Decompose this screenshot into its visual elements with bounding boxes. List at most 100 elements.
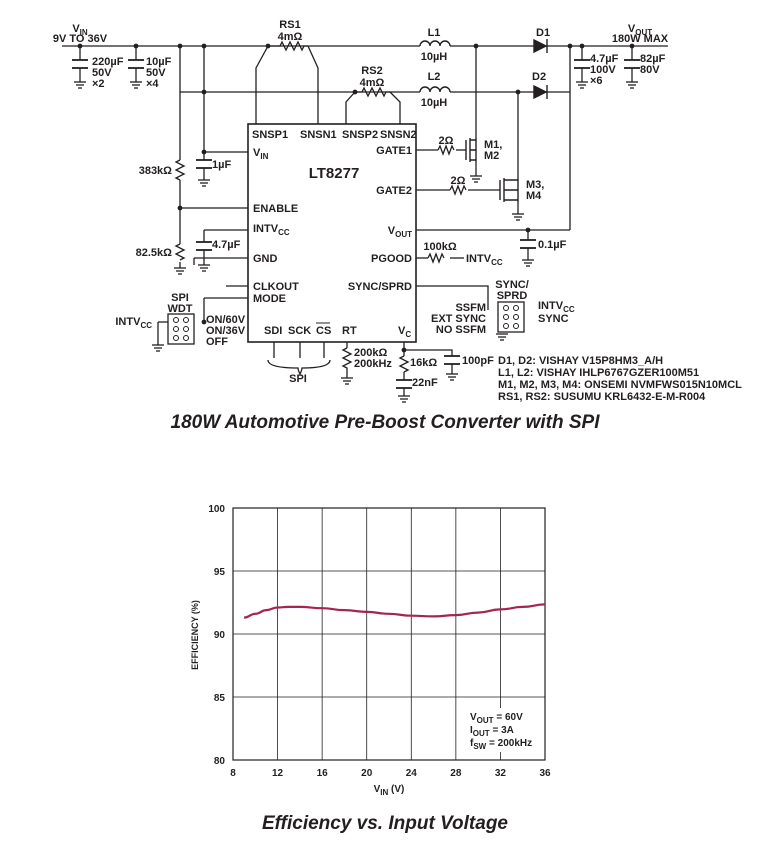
chart-grid xyxy=(232,507,546,761)
svg-text:10µH: 10µH xyxy=(421,97,448,109)
chart-series xyxy=(244,603,546,619)
svg-text:SNSP2: SNSP2 xyxy=(342,129,378,141)
chip-name: LT8277 xyxy=(309,165,360,182)
component-labels: 220µF 50V ×2 10µF 50V ×4 4.7µF 100V ×6 8… xyxy=(92,19,666,389)
svg-text:M1, M2, M3, M4: ONSEMI NVMFWS0: M1, M2, M3, M4: ONSEMI NVMFWS015N10MCL xyxy=(498,379,742,391)
ground-symbols xyxy=(74,81,638,403)
svg-text:D1: D1 xyxy=(536,27,550,39)
svg-text:50V: 50V xyxy=(146,67,166,79)
svg-text:SNSP1: SNSP1 xyxy=(252,129,288,141)
svg-text:MODE: MODE xyxy=(253,293,286,305)
svg-text:SCK: SCK xyxy=(288,325,311,337)
svg-text:220µF: 220µF xyxy=(92,56,124,68)
svg-text:D1, D2: VISHAY V15P8HM3_A/H: D1, D2: VISHAY V15P8HM3_A/H xyxy=(498,355,663,367)
resistors xyxy=(174,40,467,373)
efficiency-series-line xyxy=(244,603,546,619)
svg-text:SNSN1: SNSN1 xyxy=(300,129,337,141)
x-tick-label: 8 xyxy=(230,768,236,779)
svg-text:82.5kΩ: 82.5kΩ xyxy=(136,247,173,259)
capacitors xyxy=(72,59,640,389)
svg-text:M3,: M3, xyxy=(526,179,544,191)
schematic-diagram: VIN 9V TO 36V VOUT 180W MAX xyxy=(53,19,742,403)
chip-pins: SNSP1 SNSN1 SNSP2 SNSN2 VIN ENABLE INTVC… xyxy=(252,129,417,339)
svg-text:L1, L2: VISHAY IHLP6767GZER100: L1, L2: VISHAY IHLP6767GZER100M51 xyxy=(498,367,699,379)
x-tick-label: 16 xyxy=(317,768,329,779)
svg-text:2Ω: 2Ω xyxy=(451,175,466,187)
svg-text:SYNC: SYNC xyxy=(538,313,569,325)
svg-text:D2: D2 xyxy=(532,71,546,83)
junction-dots xyxy=(77,43,635,353)
svg-text:RS1: RS1 xyxy=(279,19,300,31)
spi-wdt-header: SPI WDT INTVCC ON/60V ON/36V OFF xyxy=(115,292,245,348)
svg-text:GND: GND xyxy=(253,253,278,265)
svg-text:100V: 100V xyxy=(590,64,616,76)
svg-text:100pF: 100pF xyxy=(462,355,494,367)
svg-text:GATE2: GATE2 xyxy=(376,185,412,197)
chart-annotation: VOUT = 60V IOUT = 3A fSW = 200kHz xyxy=(466,708,542,752)
svg-text:SNSN2: SNSN2 xyxy=(380,129,417,141)
sync-sprd-header: SYNC/ SPRD SSFM EXT SYNC NO SSFM INTVCC … xyxy=(431,279,575,336)
svg-text:PGOOD: PGOOD xyxy=(371,253,412,265)
svg-text:M2: M2 xyxy=(484,150,499,162)
svg-text:IOUT = 3A: IOUT = 3A xyxy=(470,725,514,738)
y-tick-label: 95 xyxy=(214,567,226,578)
svg-text:RS1, RS2: SUSUMU KRL6432-E-M-R: RS1, RS2: SUSUMU KRL6432-E-M-R004 xyxy=(498,391,706,403)
svg-text:0.1µF: 0.1µF xyxy=(538,239,567,251)
mosfets xyxy=(465,138,519,202)
svg-text:10µH: 10µH xyxy=(421,51,448,63)
svg-text:×2: ×2 xyxy=(92,78,105,90)
svg-text:CLKOUT: CLKOUT xyxy=(253,281,299,293)
y-tick-label: 90 xyxy=(214,630,226,641)
svg-text:NO SSFM: NO SSFM xyxy=(436,324,486,336)
y-tick-label: 80 xyxy=(214,756,226,767)
svg-text:ON/36V: ON/36V xyxy=(206,325,246,337)
x-tick-label: 36 xyxy=(539,768,551,779)
x-tick-label: 24 xyxy=(406,768,418,779)
inductors xyxy=(419,40,451,93)
svg-text:L2: L2 xyxy=(428,71,441,83)
svg-text:4mΩ: 4mΩ xyxy=(360,77,385,89)
svg-text:M4: M4 xyxy=(526,190,542,202)
svg-text:4.7µF: 4.7µF xyxy=(590,53,619,65)
svg-text:×6: ×6 xyxy=(590,75,603,87)
svg-text:4mΩ: 4mΩ xyxy=(278,31,303,43)
svg-text:200kΩ: 200kΩ xyxy=(354,347,387,359)
svg-text:SYNC/: SYNC/ xyxy=(495,279,529,291)
svg-text:GATE1: GATE1 xyxy=(376,145,412,157)
chart-caption: Efficiency vs. Input Voltage xyxy=(261,813,508,834)
vout-rating: 180W MAX xyxy=(612,33,669,45)
x-tick-label: 28 xyxy=(450,768,462,779)
svg-text:SPRD: SPRD xyxy=(497,290,528,302)
chart-x-axis-label: VIN (V) xyxy=(374,784,405,797)
vin-range: 9V TO 36V xyxy=(53,33,108,45)
svg-text:ENABLE: ENABLE xyxy=(253,203,298,215)
chart-y-axis-label: EFFICIENCY (%) xyxy=(190,600,200,670)
svg-text:EXT SYNC: EXT SYNC xyxy=(431,313,486,325)
svg-text:100kΩ: 100kΩ xyxy=(423,241,456,253)
x-tick-label: 32 xyxy=(495,768,507,779)
svg-text:M1,: M1, xyxy=(484,139,502,151)
x-tick-label: 12 xyxy=(272,768,284,779)
svg-text:200kHz: 200kHz xyxy=(354,358,392,370)
svg-text:RT: RT xyxy=(342,325,357,337)
x-tick-label: 20 xyxy=(361,768,373,779)
efficiency-chart: 8 12 16 20 24 28 32 36 80 85 90 95 100 EFFICIENCY (%… xyxy=(190,504,551,797)
svg-text:82µF: 82µF xyxy=(640,53,666,65)
svg-text:80V: 80V xyxy=(640,64,660,76)
y-tick-label: 85 xyxy=(214,693,226,704)
svg-text:SDI: SDI xyxy=(264,325,282,337)
lt8277-chip xyxy=(247,123,417,343)
svg-text:1µF: 1µF xyxy=(212,159,231,171)
svg-text:VOUT = 60V: VOUT = 60V xyxy=(470,712,523,725)
svg-text:RS2: RS2 xyxy=(361,65,382,77)
svg-text:16kΩ: 16kΩ xyxy=(410,357,437,369)
svg-text:SSFM: SSFM xyxy=(455,302,486,314)
svg-text:INTVCC: INTVCC xyxy=(538,300,575,314)
svg-text:2Ω: 2Ω xyxy=(439,135,454,147)
svg-text:OFF: OFF xyxy=(206,336,228,348)
svg-text:INTVCC: INTVCC xyxy=(466,253,503,267)
svg-text:383kΩ: 383kΩ xyxy=(139,165,172,177)
svg-text:fSW = 200kHz: fSW = 200kHz xyxy=(470,738,532,751)
y-tick-label: 100 xyxy=(208,504,225,515)
svg-text:50V: 50V xyxy=(92,67,112,79)
